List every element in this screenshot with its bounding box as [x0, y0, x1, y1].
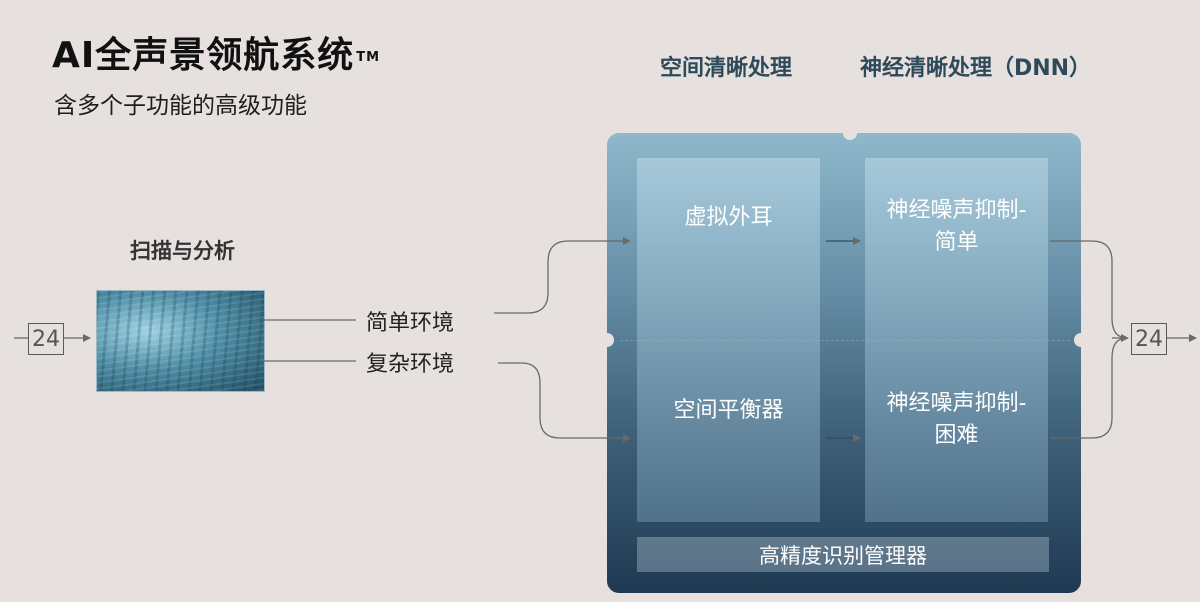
route-label-complex: 复杂环境 [366, 352, 455, 377]
manager-bar: 高精度识别管理器 [637, 537, 1049, 572]
trademark-mark: TM [356, 50, 381, 65]
block-neural-simple-line1: 神经噪声抑制- [886, 198, 1027, 223]
route-label-simple: 简单环境 [366, 311, 455, 336]
scan-analysis-title: 扫描与分析 [130, 239, 235, 263]
block-neural-hard-line2: 困难 [934, 423, 979, 448]
panel-notch-right [1074, 333, 1088, 347]
column-header-neural: 神经清晰处理（DNN） [860, 56, 1092, 81]
manager-label: 高精度识别管理器 [759, 543, 927, 568]
spatial-processing-column [637, 158, 820, 522]
block-neural-suppression-simple: 神经噪声抑制- 简单 [865, 195, 1048, 259]
panel-notch-left [600, 333, 614, 347]
input-value-box: 24 [28, 323, 64, 355]
page-subtitle: 含多个子功能的高级功能 [54, 93, 307, 119]
title-text: AI全声景领航系统 [52, 35, 355, 76]
neural-processing-column [865, 158, 1048, 522]
block-neural-suppression-hard: 神经噪声抑制- 困难 [865, 388, 1048, 452]
block-neural-simple-line2: 简单 [934, 230, 979, 255]
column-header-spatial: 空间清晰处理 [660, 56, 793, 81]
output-value-box: 24 [1131, 323, 1167, 355]
panel-notch-top [843, 126, 857, 140]
panel-divider [620, 340, 1070, 341]
block-virtual-ear: 虚拟外耳 [684, 205, 773, 230]
block-spatial-equalizer: 空间平衡器 [673, 398, 784, 423]
block-neural-hard-line1: 神经噪声抑制- [886, 391, 1027, 416]
spectrogram-image [96, 290, 265, 392]
